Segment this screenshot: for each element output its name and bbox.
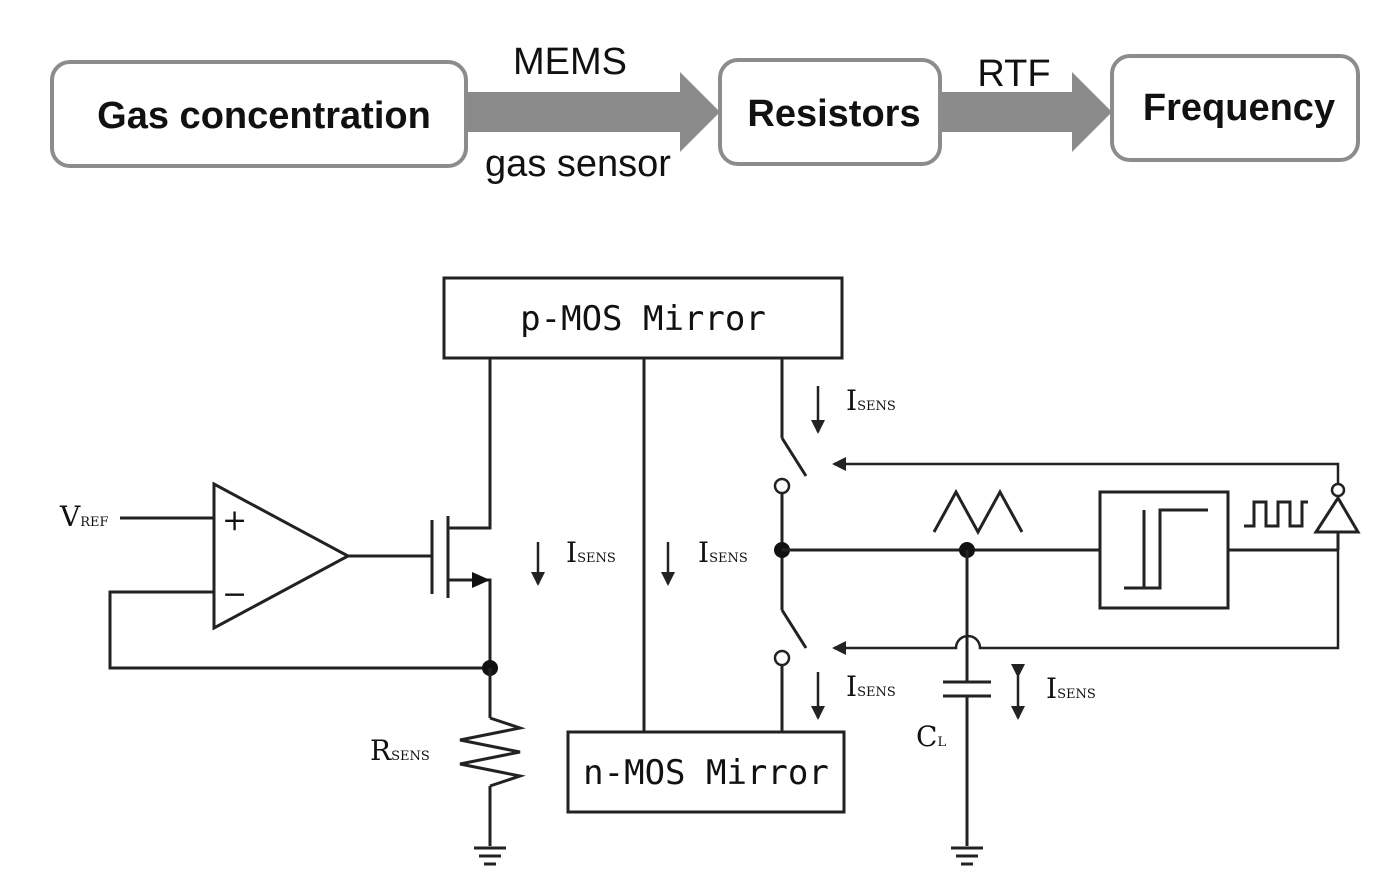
cl-label: CL bbox=[916, 720, 946, 753]
opamp-plus-sign: + bbox=[222, 503, 247, 538]
vref-label-main: V bbox=[59, 500, 81, 533]
source-wire bbox=[448, 578, 492, 668]
rsens-label: RSENS bbox=[370, 734, 430, 767]
flow-box-gas-concentration-label: Gas concentration bbox=[97, 95, 431, 137]
isens-label-lower: ISENS bbox=[846, 670, 896, 703]
flow-diagram: Gas concentration Resistors Frequency ME… bbox=[50, 41, 1360, 185]
upper-switch-contact bbox=[773, 477, 791, 495]
control-line-lower bbox=[832, 550, 1340, 655]
isens-label-lower-sub: SENS bbox=[857, 685, 896, 700]
opamp-minus-sign: − bbox=[222, 577, 247, 612]
flow-box-frequency-label: Frequency bbox=[1143, 87, 1335, 129]
isens-label-upper: ISENS bbox=[846, 384, 896, 417]
isens-label-middle-sub: SENS bbox=[709, 551, 748, 566]
isens-label-lower-main: I bbox=[846, 670, 857, 703]
isens-label-middle-main: I bbox=[698, 536, 709, 569]
flow-box-gas-concentration bbox=[50, 60, 468, 168]
isens-label-middle: ISENS bbox=[698, 536, 748, 569]
inverter-triangle bbox=[1313, 495, 1361, 534]
flow-arrow-gas-sensor-label: gas sensor bbox=[485, 143, 671, 185]
nmos-mirror-label: n-MOS Mirror bbox=[583, 753, 829, 793]
flow-arrow-mems bbox=[466, 72, 720, 152]
flow-arrow-rtf bbox=[940, 72, 1112, 152]
ground-symbol-right bbox=[951, 846, 983, 866]
lower-switch-contact bbox=[773, 649, 791, 667]
isens-label-upper-sub: SENS bbox=[857, 399, 896, 414]
control-line-upper bbox=[832, 457, 1340, 484]
nmos-transistor bbox=[430, 358, 492, 668]
pmos-mirror-label: p-MOS Mirror bbox=[520, 299, 766, 339]
flow-arrow-rtf-label: RTF bbox=[977, 53, 1050, 95]
rsens-label-sub: SENS bbox=[391, 749, 430, 764]
isens-label-transistor-main: I bbox=[566, 536, 577, 569]
vref-label-sub: REF bbox=[80, 515, 108, 530]
source-arrow bbox=[472, 572, 490, 588]
isens-label-transistor: ISENS bbox=[566, 536, 616, 569]
drain-wire bbox=[448, 358, 492, 530]
flow-box-frequency bbox=[1110, 54, 1360, 162]
circuit-schematic: p-MOS Mirror n-MOS Mirror + − VREF bbox=[59, 276, 1361, 866]
inverter-bubble bbox=[1330, 482, 1346, 498]
flow-box-resistors bbox=[718, 58, 942, 166]
isens-label-capacitor-main: I bbox=[1046, 672, 1057, 705]
square-waveform bbox=[1244, 500, 1308, 528]
flow-box-resistors-label: Resistors bbox=[747, 93, 920, 135]
vref-label: VREF bbox=[59, 500, 109, 533]
hysteresis-curve-a bbox=[1124, 508, 1208, 590]
rsens-label-main: R bbox=[370, 734, 392, 767]
triangle-waveform bbox=[932, 488, 1024, 536]
cl-label-sub: L bbox=[937, 735, 946, 750]
rsens-resistor bbox=[459, 716, 526, 788]
isens-label-capacitor: ISENS bbox=[1046, 672, 1096, 705]
ground-symbol-left bbox=[474, 846, 506, 866]
nmos-mirror-block bbox=[566, 730, 846, 814]
opamp-triangle bbox=[212, 481, 352, 631]
cl-label-main: C bbox=[916, 720, 937, 753]
feedback-wire bbox=[108, 590, 490, 670]
pmos-mirror-block bbox=[442, 276, 844, 360]
isens-label-capacitor-sub: SENS bbox=[1057, 687, 1096, 702]
isens-label-transistor-sub: SENS bbox=[577, 551, 616, 566]
lower-switch-blade bbox=[780, 609, 808, 649]
upper-switch-blade bbox=[780, 437, 808, 477]
isens-label-upper-main: I bbox=[846, 384, 857, 417]
flow-arrow-mems-label: MEMS bbox=[513, 41, 627, 83]
